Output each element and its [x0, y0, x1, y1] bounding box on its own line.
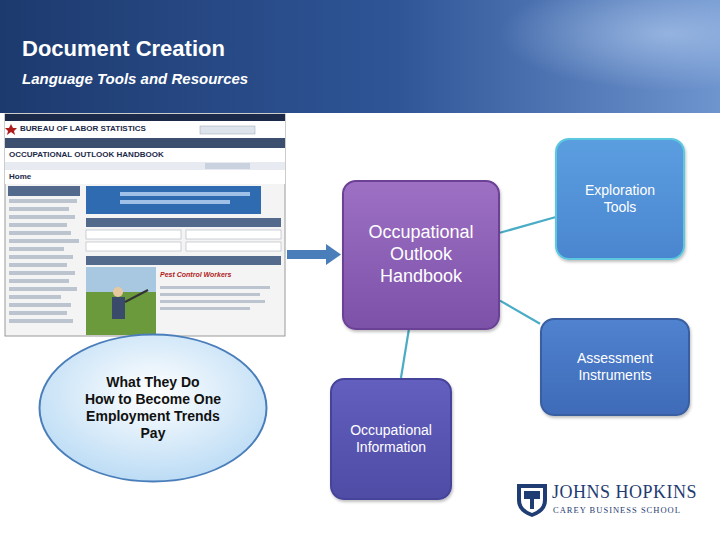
- node-text: What They Do: [106, 374, 199, 391]
- connector-line: [500, 301, 540, 324]
- site-name: BUREAU OF LABOR STATISTICS: [20, 124, 146, 133]
- featured-caption: Pest Control Workers: [160, 271, 231, 278]
- process-box: Occupational Outlook Handbook: [342, 180, 500, 330]
- node-text: Pay: [141, 425, 166, 442]
- node-text: Assessment Instruments: [552, 350, 678, 384]
- slide-title: Document Creation: [22, 36, 225, 62]
- process-box: Assessment Instruments: [540, 318, 690, 416]
- node-text: Occupational Outlook Handbook: [354, 222, 488, 288]
- node-text: Exploration Tools: [567, 182, 673, 216]
- process-box: Occupational Information: [330, 378, 452, 500]
- logo-school: CAREY BUSINESS SCHOOL: [553, 505, 681, 515]
- header-band: [0, 0, 720, 113]
- topic-ellipse: What They DoHow to Become OneEmployment …: [38, 333, 268, 483]
- header-glow: [380, 0, 720, 113]
- connector-line: [401, 330, 409, 378]
- pointer-arrow: [287, 244, 341, 265]
- page-crumb: Home: [9, 172, 31, 181]
- connector-line: [500, 217, 555, 232]
- website-screenshot: [5, 114, 285, 336]
- logo-name: JOHNS HOPKINS: [552, 482, 697, 503]
- node-text: How to Become One: [85, 391, 221, 408]
- university-shield: [517, 484, 547, 517]
- slide-subtitle: Language Tools and Resources: [22, 70, 248, 87]
- page-heading: OCCUPATIONAL OUTLOOK HANDBOOK: [9, 150, 164, 159]
- node-text: Employment Trends: [86, 408, 220, 425]
- process-box: Exploration Tools: [555, 138, 685, 260]
- node-text: Occupational Information: [340, 422, 442, 456]
